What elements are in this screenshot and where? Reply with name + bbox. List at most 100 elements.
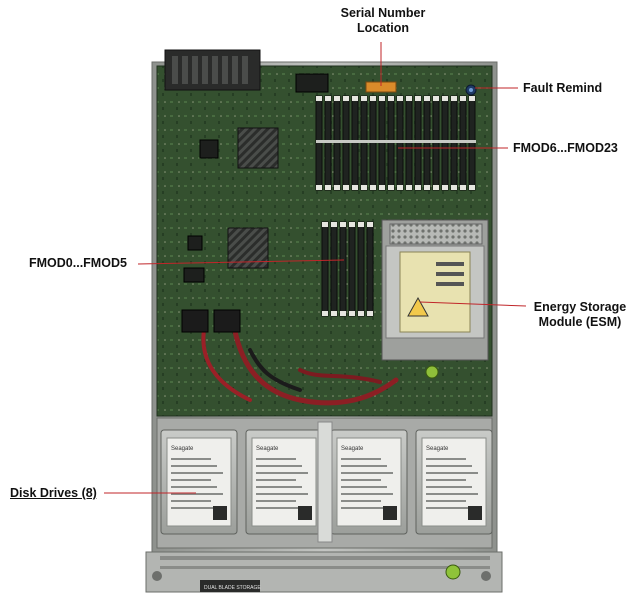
dimm-bank-upper xyxy=(315,95,476,191)
dimm-latch xyxy=(433,185,439,190)
dimm-latch xyxy=(370,185,376,190)
drive-label-line xyxy=(256,493,308,495)
dimm-latch xyxy=(367,311,373,316)
drive-brand: Seagate xyxy=(426,446,449,452)
bezel-screw-left xyxy=(152,571,162,581)
bezel-screw-right xyxy=(481,571,491,581)
drive-label-line xyxy=(426,465,472,467)
drive-label-line xyxy=(341,458,381,460)
dimm-latch xyxy=(316,185,322,190)
drive-brand: Seagate xyxy=(256,446,279,452)
drive-label-line xyxy=(426,472,478,474)
drive-label-line xyxy=(171,493,223,495)
drive-label-line xyxy=(171,486,217,488)
dimm-latch xyxy=(325,185,331,190)
drive-label-line xyxy=(171,465,217,467)
drive-label-line xyxy=(256,486,302,488)
drive-divider xyxy=(317,421,333,543)
drive-label-line xyxy=(171,500,211,502)
drive-label-line xyxy=(256,500,296,502)
dimm-latch xyxy=(316,96,322,101)
drive-brand: Seagate xyxy=(171,446,194,452)
drive-label-line xyxy=(341,486,387,488)
sas-connectors xyxy=(181,309,241,333)
dimm-latch xyxy=(451,185,457,190)
dimm-latch xyxy=(460,185,466,190)
drive-label-line xyxy=(426,458,466,460)
dimm-latch xyxy=(322,311,328,316)
dimm-latch xyxy=(451,96,457,101)
dimm-latch xyxy=(352,96,358,101)
drive-label-line xyxy=(341,500,381,502)
serial-number-label-line1: Serial Number xyxy=(340,6,426,20)
rear-connector xyxy=(164,49,261,91)
drive-barcode xyxy=(213,506,227,520)
drive-label-line xyxy=(341,507,387,509)
cpu-heatsink-2 xyxy=(227,227,269,269)
leader-lines xyxy=(104,42,527,494)
drive-label-line xyxy=(341,493,393,495)
dimm-latch xyxy=(325,96,331,101)
dimm-latch xyxy=(415,96,421,101)
dimm-latch xyxy=(379,96,385,101)
board-chips xyxy=(183,73,329,283)
dimm-latch xyxy=(361,185,367,190)
drive-label-line xyxy=(171,479,211,481)
dimm-latch xyxy=(331,311,337,316)
dimm-slot xyxy=(357,221,365,317)
fmod-upper-label: FMOD6...FMOD23 xyxy=(513,141,618,155)
drive-label-line xyxy=(256,507,302,509)
dimm-bank-divider xyxy=(316,140,476,143)
dimm-latch xyxy=(415,185,421,190)
drive-label-line xyxy=(256,458,296,460)
drive-label-line xyxy=(341,472,393,474)
dimm-slot xyxy=(330,221,338,317)
drive-label-line xyxy=(426,479,466,481)
esm-label: Energy Storage Module (ESM) xyxy=(528,300,632,330)
dimm-latch xyxy=(388,96,394,101)
dimm-latch xyxy=(424,96,430,101)
fmod-lower-label: FMOD0...FMOD5 xyxy=(29,256,127,270)
drive-barcode xyxy=(468,506,482,520)
dimm-latch xyxy=(460,96,466,101)
dimm-latch xyxy=(397,96,403,101)
drive-label-line xyxy=(426,493,478,495)
dimm-latch xyxy=(379,185,385,190)
drive-label-line xyxy=(256,465,302,467)
cpu-heatsink-1 xyxy=(237,127,279,169)
drive-label-line xyxy=(426,507,472,509)
disk-drives-label: Disk Drives (8) xyxy=(10,486,97,500)
serial-number-label: Serial Number Location xyxy=(328,6,438,36)
drive-label-line xyxy=(256,472,308,474)
dimm-latch xyxy=(334,96,340,101)
dimm-latch xyxy=(361,96,367,101)
energy-storage-module xyxy=(381,219,489,379)
esm-label-line1: Energy Storage xyxy=(533,300,627,314)
dimm-latch xyxy=(322,222,328,227)
drive-barcode xyxy=(298,506,312,520)
dimm-latch xyxy=(367,222,373,227)
dimm-latch xyxy=(406,96,412,101)
dimm-slot xyxy=(321,221,329,317)
front-bezel: DUAL BLADE STORAGE xyxy=(145,551,503,593)
dimm-latch xyxy=(352,185,358,190)
cabling xyxy=(201,309,399,406)
dimm-latch xyxy=(442,185,448,190)
dimm-latch xyxy=(469,185,475,190)
dimm-latch xyxy=(340,311,346,316)
drive-label-line xyxy=(341,465,387,467)
dimm-latch xyxy=(343,185,349,190)
drive-label-line xyxy=(171,472,223,474)
drive-label-line xyxy=(341,479,381,481)
dimm-bank-lower xyxy=(321,221,374,317)
drive-label-line xyxy=(171,507,217,509)
dimm-slot xyxy=(348,221,356,317)
dimm-latch xyxy=(340,222,346,227)
dimm-latch xyxy=(349,222,355,227)
bezel-latch-right[interactable] xyxy=(445,564,461,580)
dimm-latch xyxy=(433,96,439,101)
dimm-latch xyxy=(442,96,448,101)
